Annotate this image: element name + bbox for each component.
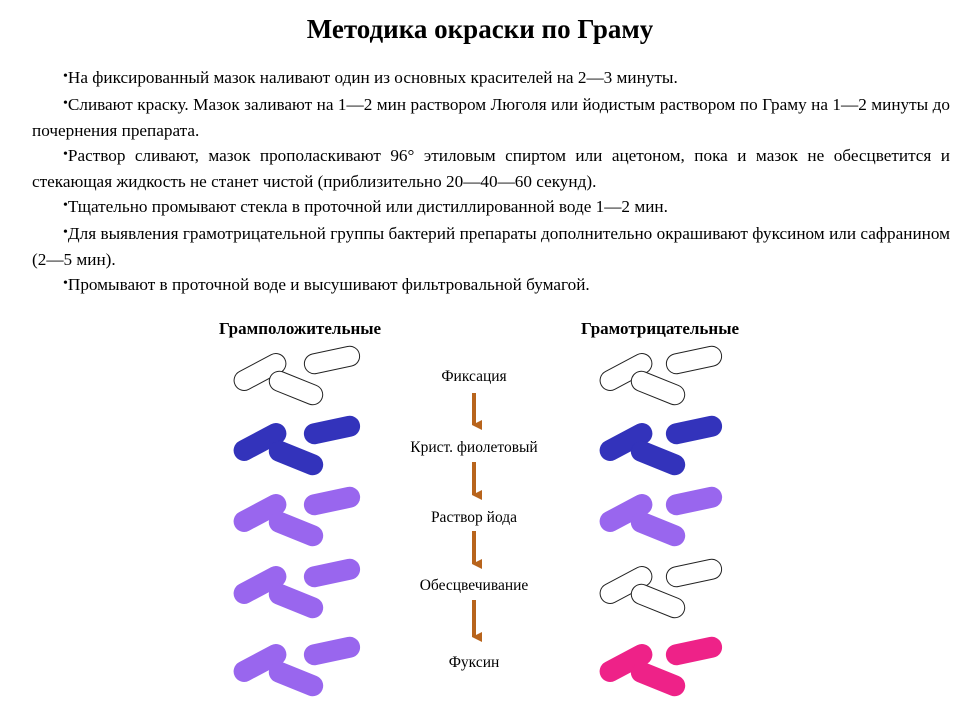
- bullet-icon: •: [63, 197, 68, 213]
- gram-negative-bacterium-fuchsin: [665, 636, 723, 666]
- step-iodine-label: Раствор йода: [430, 509, 518, 526]
- gram-positive-bacterium-iodine: [303, 486, 361, 516]
- step-decolorization-label: Обесцвечивание: [419, 577, 529, 594]
- page-title: Методика окраски по Граму: [306, 14, 654, 44]
- bullet-icon: •: [63, 275, 68, 291]
- gram-negative-bacterium-fuchsin: [599, 644, 653, 682]
- gram-positive-bacterium-iodine: [233, 494, 287, 532]
- gram-positive-bacterium-fuchsin: [303, 636, 361, 666]
- gram-negative-bacterium-crystal-violet: [630, 440, 686, 476]
- gram-positive-bacterium-crystal-violet: [233, 423, 287, 461]
- procedure-step: •Тщательно промывают стекла в проточной …: [63, 196, 668, 216]
- bullet-icon: •: [63, 69, 68, 84]
- gram-positive-bacterium-crystal-violet: [268, 440, 324, 476]
- step-fixation-label: Фиксация: [441, 368, 507, 385]
- procedure-list: •На фиксированный мазок наливают один из…: [32, 66, 950, 299]
- procedure-step: •Раствор сливают, мазок прополаскивают 9…: [32, 145, 950, 192]
- bullet-icon: •: [63, 224, 68, 240]
- gram-negative-bacterium-crystal-violet: [665, 415, 723, 445]
- bullet-icon: •: [63, 146, 68, 162]
- procedure-step: •На фиксированный мазок наливают один из…: [63, 68, 678, 87]
- gram-negative-bacterium-fuchsin: [630, 661, 686, 697]
- gram-positive-heading: Грамположительные: [218, 319, 382, 338]
- gram-positive-bacterium-fuchsin: [233, 644, 287, 682]
- step-fuchsin-label: Фуксин: [448, 654, 500, 671]
- gram-negative-bacterium-fixation: [630, 370, 686, 406]
- gram-negative-cells: [599, 345, 723, 697]
- gram-positive-bacterium-fuchsin: [268, 661, 324, 697]
- gram-positive-bacterium-crystal-violet: [303, 415, 361, 445]
- gram-positive-bacterium-decolorization: [233, 566, 287, 604]
- gram-negative-bacterium-decolorization: [665, 558, 723, 588]
- step-crystal-violet-label: Крист. фиолетовый: [410, 439, 538, 456]
- gram-positive-bacterium-iodine: [268, 511, 324, 547]
- gram-negative-heading: Грамотрицательные: [580, 319, 740, 338]
- gram-positive-bacterium-fixation: [233, 353, 287, 391]
- gram-positive-bacterium-fixation: [268, 370, 324, 406]
- gram-negative-bacterium-fixation: [665, 345, 723, 375]
- procedure-step: •Промывают в проточной воде и высушивают…: [63, 274, 590, 294]
- gram-negative-bacterium-decolorization: [630, 583, 686, 619]
- gram-negative-bacterium-iodine: [665, 486, 723, 516]
- gram-positive-bacterium-fixation: [303, 345, 361, 375]
- gram-negative-bacterium-crystal-violet: [599, 423, 653, 461]
- procedure-step: •Сливают краску. Мазок заливают на 1—2 м…: [32, 94, 950, 141]
- gram-negative-bacterium-fixation: [599, 353, 653, 391]
- gram-negative-bacterium-decolorization: [599, 566, 653, 604]
- gram-positive-bacterium-decolorization: [268, 583, 324, 619]
- gram-positive-cells: [233, 345, 361, 697]
- gram-negative-bacterium-iodine: [599, 494, 653, 532]
- bullet-icon: •: [63, 95, 68, 111]
- gram-positive-bacterium-decolorization: [303, 558, 361, 588]
- gram-negative-bacterium-iodine: [630, 511, 686, 547]
- procedure-step: •Для выявления грамотрицательной группы …: [32, 223, 950, 270]
